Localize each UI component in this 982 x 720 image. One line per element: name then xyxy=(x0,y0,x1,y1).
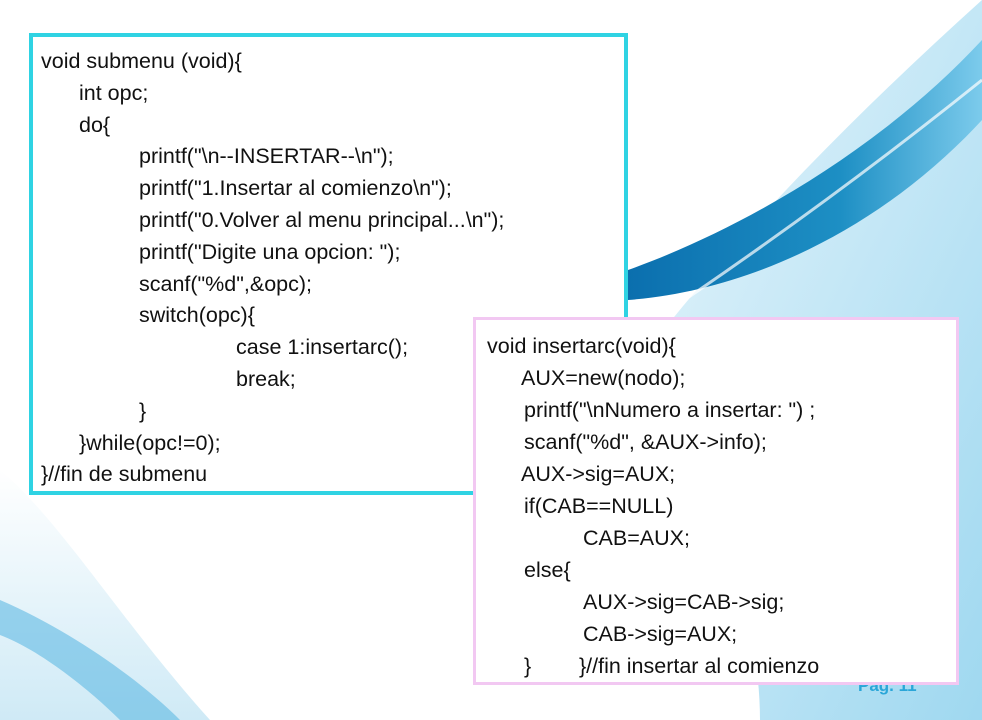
code-line: printf("Digite una opcion: "); xyxy=(139,239,401,264)
code-line: printf("\n--INSERTAR--\n"); xyxy=(139,144,394,169)
code-line: printf("0.Volver al menu principal...\n"… xyxy=(139,207,505,232)
code-line: printf("\nNumero a insertar: ") ; xyxy=(524,398,816,422)
code-line: do{ xyxy=(79,112,111,137)
code-line: scanf("%d",&opc); xyxy=(139,271,312,296)
code-line: if(CAB==NULL) xyxy=(524,494,674,518)
code-line: }//fin de submenu xyxy=(41,462,208,487)
wave-highlight-line xyxy=(639,78,982,332)
code-line: }while(opc!=0); xyxy=(79,430,221,455)
code-line: void insertarc(void){ xyxy=(487,334,676,358)
code-line: scanf("%d", &AUX->info); xyxy=(524,430,767,454)
code-line: AUX->sig=AUX; xyxy=(521,462,676,486)
code-line: } }//fin insertar al comienzo xyxy=(524,654,820,678)
code-line: break; xyxy=(236,366,296,391)
code-line: AUX->sig=CAB->sig; xyxy=(583,590,785,614)
code-line: CAB->sig=AUX; xyxy=(583,622,738,646)
code-line: printf("1.Insertar al comienzo\n"); xyxy=(139,176,452,201)
code-line: else{ xyxy=(524,558,571,582)
code-line: case 1:insertarc(); xyxy=(236,335,409,360)
code-line: switch(opc){ xyxy=(139,303,255,328)
code-line: void submenu (void){ xyxy=(41,49,242,73)
code-line: CAB=AUX; xyxy=(583,526,690,550)
code-line: } xyxy=(139,398,147,423)
code-line: int opc; xyxy=(79,80,149,105)
code-block-submenu: void submenu (void){ int opc; do{ printf("\… xyxy=(29,33,628,495)
right-dark-wave-shape xyxy=(628,40,982,300)
left-dark-accent-shape xyxy=(0,600,180,720)
code-line: AUX=new(nodo); xyxy=(521,366,686,390)
code-block-insertarc: void insertarc(void){ AUX=new(nodo); print… xyxy=(473,317,959,685)
